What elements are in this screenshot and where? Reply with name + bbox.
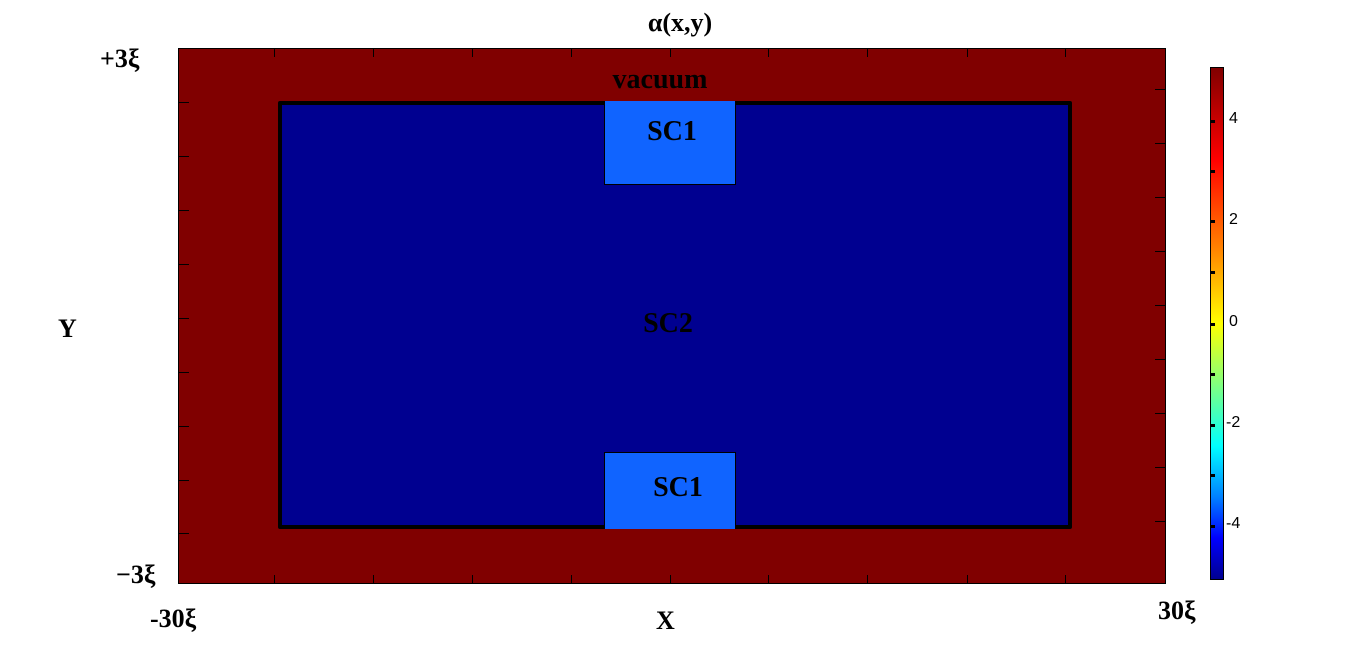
x-tick (373, 575, 374, 583)
y-tick (1155, 143, 1165, 144)
y-tick (1155, 413, 1165, 414)
sc1-bottom-label: SC1 (653, 472, 703, 503)
y-tick (179, 533, 189, 534)
colorbar-tick (1211, 373, 1215, 376)
y-tick (179, 480, 189, 481)
y-tick (1155, 359, 1165, 360)
y-tick (1155, 251, 1165, 252)
x-tick (967, 49, 968, 57)
colorbar-label: 0 (1229, 313, 1238, 330)
x-min-label: -30ξ (150, 604, 197, 633)
y-tick (179, 372, 189, 373)
x-tick (571, 575, 572, 583)
y-tick (1155, 89, 1165, 90)
y-tick (1155, 305, 1165, 306)
x-axis-label: X (656, 606, 675, 635)
x-tick (1065, 49, 1066, 57)
y-axis-label: Y (58, 314, 77, 343)
x-tick (867, 575, 868, 583)
colorbar-label: 4 (1229, 110, 1238, 127)
x-tick (373, 49, 374, 57)
y-tick (179, 210, 189, 211)
sc1-top-region (604, 101, 736, 185)
y-tick (1155, 521, 1165, 522)
y-tick (1155, 467, 1165, 468)
x-tick (867, 49, 868, 57)
x-tick (670, 49, 671, 57)
y-min-label: −3ξ (116, 560, 156, 589)
y-tick (179, 102, 189, 103)
x-tick (768, 575, 769, 583)
x-tick (1065, 575, 1066, 583)
chart-title: α(x,y) (647, 8, 713, 37)
colorbar-tick (1211, 474, 1215, 477)
y-tick (1155, 197, 1165, 198)
y-tick (179, 426, 189, 427)
x-tick (274, 575, 275, 583)
sc1-top-label: SC1 (647, 116, 697, 147)
x-tick (274, 49, 275, 57)
x-max-label: 30ξ (1158, 596, 1196, 625)
y-tick (179, 318, 189, 319)
x-tick (571, 49, 572, 57)
y-max-label: +3ξ (100, 44, 140, 73)
sc1-bottom-region (604, 452, 736, 529)
colorbar-label: 2 (1229, 211, 1238, 228)
colorbar-label: -4 (1226, 515, 1241, 532)
x-tick (967, 575, 968, 583)
y-tick (179, 156, 189, 157)
x-tick (670, 575, 671, 583)
colorbar-tick (1211, 120, 1215, 123)
colorbar-label: -2 (1226, 414, 1241, 431)
colorbar-tick (1211, 525, 1215, 528)
y-tick (179, 264, 189, 265)
vacuum-label: vacuum (612, 64, 708, 95)
x-tick (472, 575, 473, 583)
sc2-label: SC2 (643, 308, 693, 339)
colorbar-tick (1211, 220, 1215, 223)
colorbar (1210, 67, 1224, 580)
x-tick (768, 49, 769, 57)
x-tick (472, 49, 473, 57)
colorbar-tick (1211, 424, 1215, 427)
colorbar-tick (1211, 271, 1215, 274)
colorbar-tick (1211, 170, 1215, 173)
colorbar-tick (1211, 323, 1215, 326)
